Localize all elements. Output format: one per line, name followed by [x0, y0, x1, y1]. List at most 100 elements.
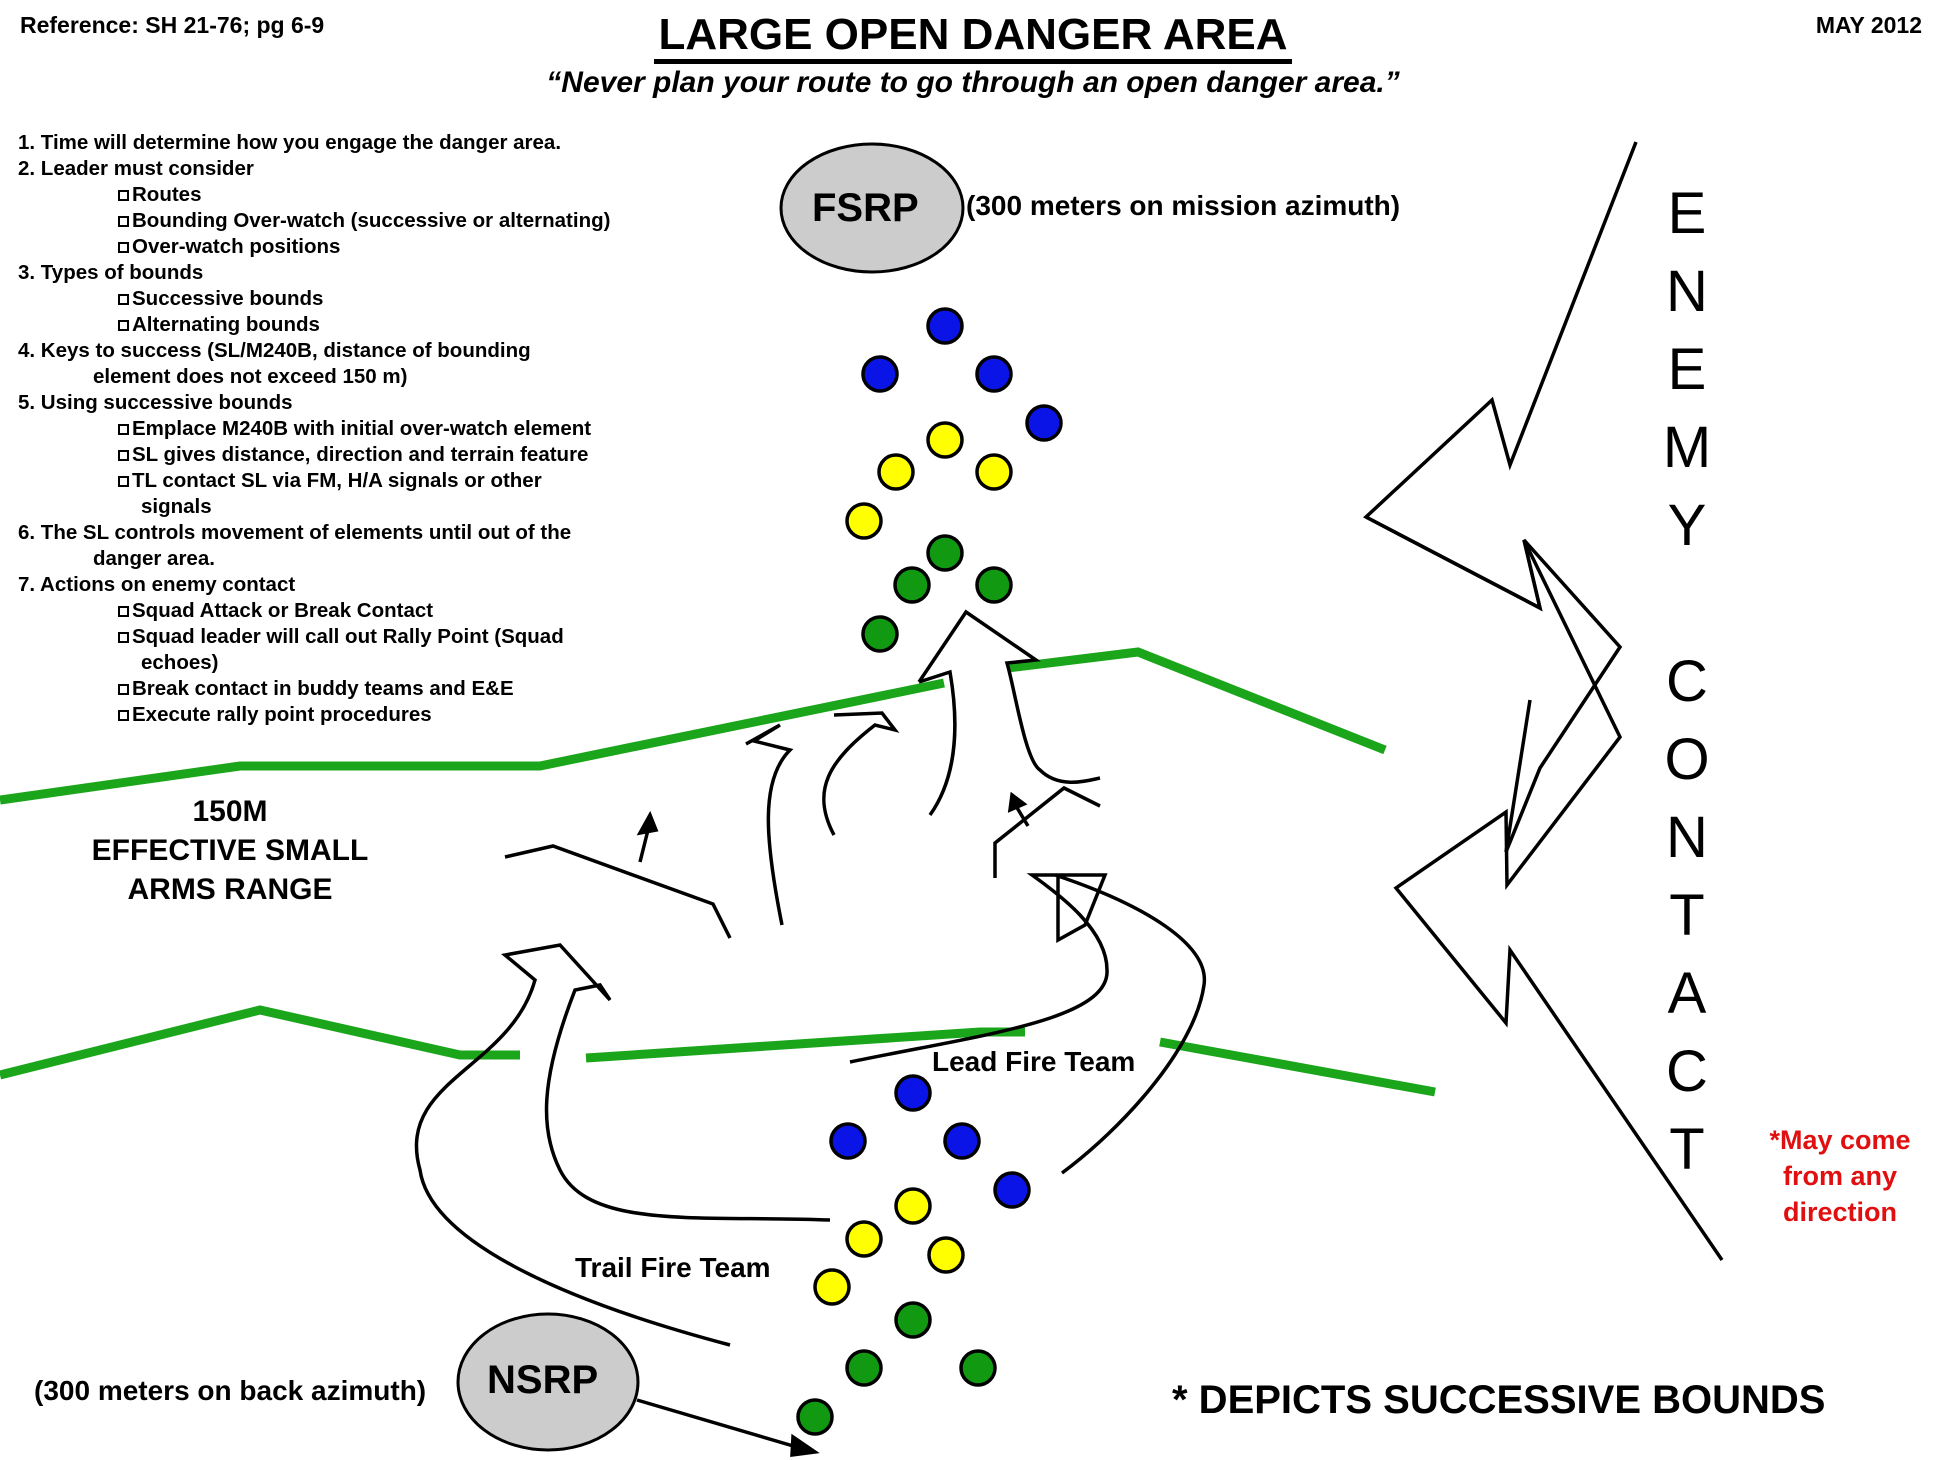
page-subtitle: “Never plan your route to go through an … [546, 66, 1400, 99]
note-item: Alternating bounds [18, 312, 678, 338]
enemy-contact-arrow-upper [1365, 515, 1724, 1261]
note-item: Routes [18, 182, 678, 208]
note-text: Squad Attack or Break Contact [132, 599, 434, 622]
note-text: echoes) [141, 651, 219, 674]
enemy-contact-letter: A [1667, 961, 1707, 1026]
note-item: Over-watch positions [18, 234, 678, 260]
checkbox-bullet-icon [118, 684, 129, 695]
note-text: 2. Leader must consider [18, 157, 254, 180]
nsrp-marker [456, 1312, 640, 1452]
near-blue-soldier [829, 1122, 867, 1160]
procedure-notes: 1. Time will determine how you engage th… [18, 130, 678, 728]
checkbox-bullet-icon [118, 294, 129, 305]
fsrp-note: (300 meters on mission azimuth) [966, 190, 1401, 221]
enemy-contact-letter: N [1666, 805, 1708, 870]
checkbox-bullet-icon [118, 424, 129, 435]
note-text: 7. Actions on enemy contact [18, 573, 296, 596]
far-phase-line-seg-2 [1007, 647, 1387, 755]
lead-fire-team-label: Lead Fire Team [932, 1046, 1136, 1077]
warning-line-3: direction [1782, 1197, 1897, 1227]
warning-line-2: from any [1782, 1161, 1898, 1191]
note-item: echoes) [18, 650, 678, 676]
note-text: TL contact SL via FM, H/A signals or oth… [132, 469, 542, 492]
enemy-contact-arrow-top [1362, 141, 1638, 853]
enemy-contact-letter: E [1667, 337, 1707, 402]
checkbox-bullet-icon [118, 216, 129, 227]
note-text: 5. Using successive bounds [18, 391, 293, 414]
checkbox-bullet-icon [118, 450, 129, 461]
range-distance: 150M [192, 795, 268, 828]
middle-bound-arrow [745, 711, 900, 926]
enemy-contact-letter: Y [1667, 493, 1707, 558]
checkbox-bullet-icon [118, 242, 129, 253]
near-blue-soldier [993, 1171, 1031, 1209]
far-green-soldier [926, 534, 964, 572]
note-item: Execute rally point procedures [18, 702, 678, 728]
note-item: 3. Types of bounds [18, 260, 678, 286]
checkbox-bullet-icon [118, 320, 129, 331]
note-text: Routes [132, 183, 202, 206]
lead-bound-arrow [849, 873, 1207, 1175]
checkbox-bullet-icon [118, 632, 129, 643]
enemy-contact-letter: T [1669, 883, 1705, 948]
note-text: Execute rally point procedures [132, 703, 432, 726]
note-item: Emplace M240B with initial over-watch el… [18, 416, 678, 442]
note-item: 6. The SL controls movement of elements … [18, 520, 678, 546]
enemy-contact-letter: C [1666, 1039, 1708, 1104]
note-text: danger area. [93, 547, 215, 570]
far-phase-line-seg-1 [0, 678, 945, 805]
soldier-markers [796, 307, 1063, 1436]
far-yellow-soldier [926, 421, 964, 459]
near-blue-soldier [894, 1074, 932, 1112]
top-bound-arrow-left-shaft [918, 669, 957, 817]
effective-range-label: 150M EFFECTIVE SMALL ARMS RANGE [60, 792, 400, 909]
note-item: Successive bounds [18, 286, 678, 312]
far-blue-soldier [1025, 404, 1063, 442]
fsrp-label: FSRP [812, 186, 919, 230]
note-text: Bounding Over-watch (successive or alter… [132, 209, 611, 232]
fsrp-marker [779, 142, 965, 274]
trail-fire-team-label: Trail Fire Team [575, 1252, 771, 1283]
far-green-soldier [893, 566, 931, 604]
trail-bound-arrow [414, 943, 831, 1347]
note-item: danger area. [18, 546, 678, 572]
note-item: Squad leader will call out Rally Point (… [18, 624, 678, 650]
enemy-contact-letter: N [1666, 259, 1708, 324]
far-blue-soldier [975, 355, 1013, 393]
note-item: 1. Time will determine how you engage th… [18, 130, 678, 156]
far-yellow-soldier [845, 502, 883, 540]
nsrp-label: NSRP [487, 1358, 599, 1402]
note-item: element does not exceed 150 m) [18, 364, 678, 390]
enemy-contact-letter: M [1662, 415, 1712, 480]
page-title: LARGE OPEN DANGER AREA [0, 10, 1946, 64]
note-text: 3. Types of bounds [18, 261, 204, 284]
note-text: 1. Time will determine how you engage th… [18, 131, 562, 154]
note-item: 7. Actions on enemy contact [18, 572, 678, 598]
small-arrow-right-head [1007, 791, 1028, 813]
range-line-3: ARMS RANGE [127, 873, 333, 906]
note-text: Emplace M240B with initial over-watch el… [132, 417, 592, 440]
near-yellow-soldier [894, 1187, 932, 1225]
enemy-contact-letter [1655, 565, 1719, 643]
range-line-2: EFFECTIVE SMALL [91, 834, 369, 867]
note-item: signals [18, 494, 678, 520]
footer-note: * DEPICTS SUCCESSIVE BOUNDS [1172, 1378, 1826, 1422]
note-text: signals [141, 495, 212, 518]
near-phase-line-seg-1 [0, 1005, 520, 1080]
near-green-soldier [959, 1349, 997, 1387]
nsrp-arrow-head [790, 1433, 820, 1458]
near-yellow-soldier [927, 1236, 965, 1274]
note-item: 4. Keys to success (SL/M240B, distance o… [18, 338, 678, 364]
far-blue-soldier [861, 355, 899, 393]
near-phase-line [0, 1005, 1436, 1097]
direction-warning: *May come from any direction [1760, 1122, 1920, 1230]
near-green-soldier [796, 1398, 834, 1436]
near-green-soldier [894, 1301, 932, 1339]
overwatch-bracket-right [993, 785, 1101, 878]
enemy-contact-letter: O [1664, 727, 1710, 792]
near-phase-line-seg-2 [585, 1027, 1025, 1063]
far-phase-line [0, 647, 1387, 805]
note-item: TL contact SL via FM, H/A signals or oth… [18, 468, 678, 494]
enemy-contact-letter: C [1666, 649, 1708, 714]
